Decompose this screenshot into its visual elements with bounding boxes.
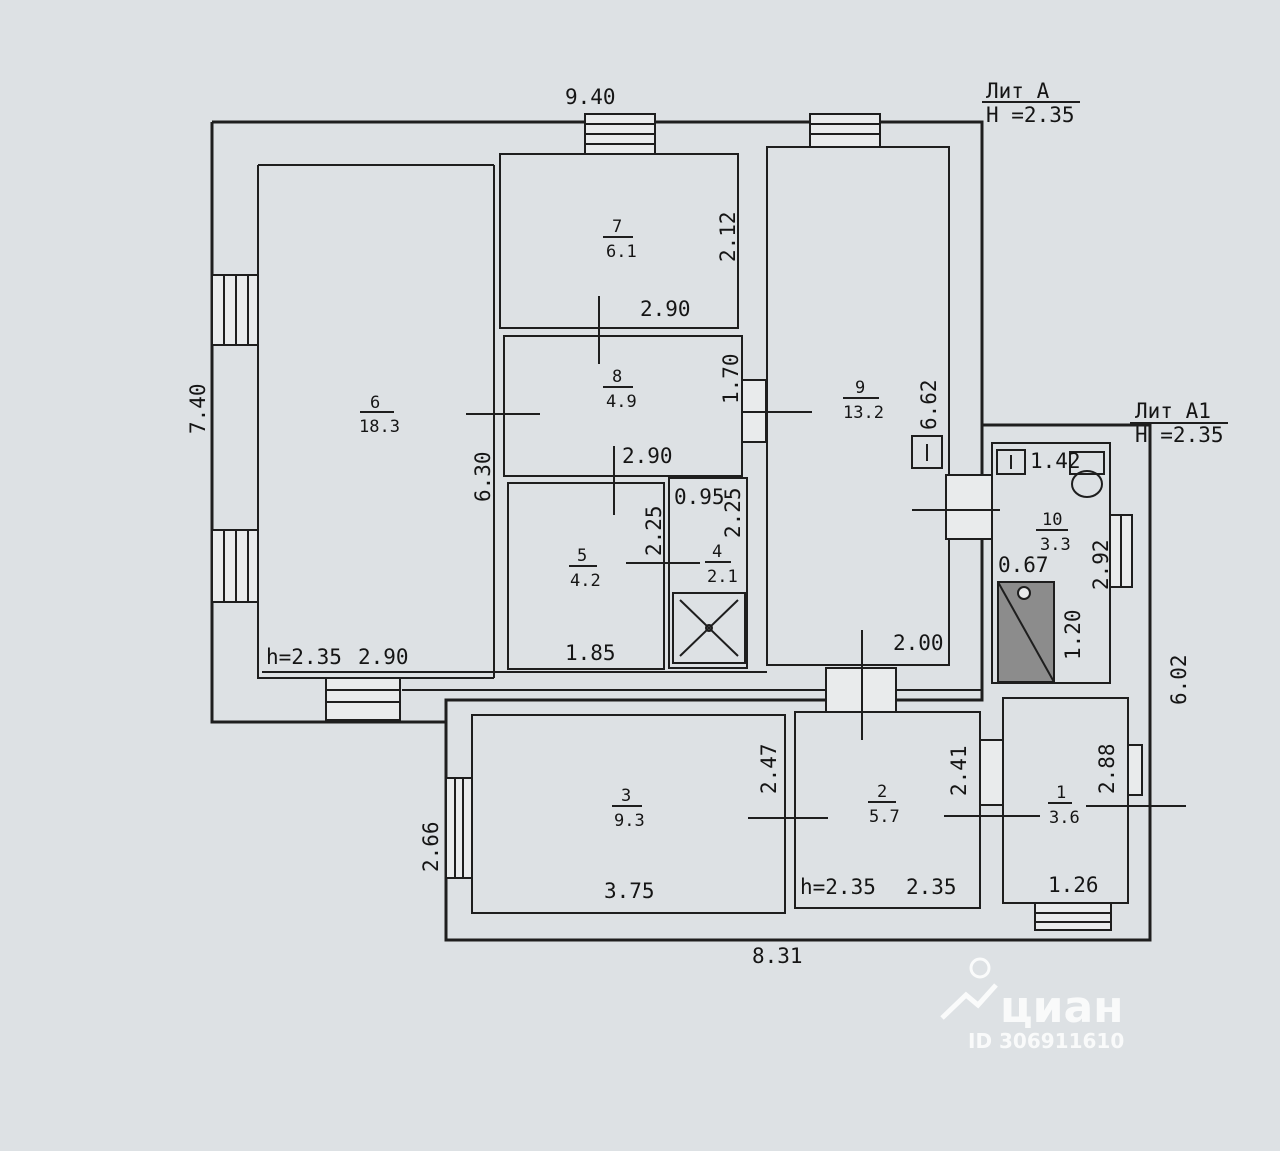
dim-3-height: 2.47 <box>757 743 781 794</box>
dim-2-width: 2.35 <box>906 875 957 899</box>
dim-8-height: 1.70 <box>719 353 743 404</box>
dim-1-width: 1.26 <box>1048 873 1099 897</box>
dim-5-height: 2.25 <box>642 505 666 556</box>
room-10-area: 3.3 <box>1040 535 1071 555</box>
watermark-brand: циан <box>1000 982 1124 1033</box>
dim-10-stair-h: 1.20 <box>1061 609 1085 660</box>
dim-9-height: 6.62 <box>917 379 941 430</box>
dim-4-width: 0.95 <box>674 485 725 509</box>
room-4-area: 2.1 <box>707 567 738 587</box>
room-5-area: 4.2 <box>570 571 601 591</box>
dim-10-stair-w: 0.67 <box>998 553 1049 577</box>
lit-a1-title: Лит А1 <box>1135 399 1211 423</box>
dim-10-width: 1.42 <box>1030 449 1081 473</box>
dim-6-bottom: 2.90 <box>358 645 409 669</box>
extension-walls <box>444 423 1152 942</box>
windows <box>211 113 1143 931</box>
room-8-number: 8 <box>612 367 622 387</box>
dim-4-height: 2.25 <box>721 487 745 538</box>
room-6-area: 18.3 <box>359 417 400 437</box>
dim-7-width: 2.90 <box>640 297 691 321</box>
watermark-id: ID 306911610 <box>968 1029 1124 1053</box>
main-building-walls <box>210 120 984 724</box>
room-6-number: 6 <box>370 393 380 413</box>
room-1-number: 1 <box>1056 783 1066 803</box>
room-2-area: 5.7 <box>869 807 900 827</box>
dim-1-height: 2.88 <box>1095 743 1119 794</box>
dimension-ticks <box>466 296 1186 819</box>
lit-a-title: Лит А <box>986 79 1050 103</box>
dim-right-height: 6.02 <box>1167 654 1191 705</box>
dim-bottom-width: 8.31 <box>752 944 803 968</box>
dim-10-height: 2.92 <box>1089 539 1113 590</box>
room-10-number: 10 <box>1042 510 1062 530</box>
room-9-area: 13.2 <box>843 403 884 423</box>
cian-watermark: циан ID 306911610 <box>940 957 1124 1053</box>
room-9-number: 9 <box>855 378 865 398</box>
dim-9-width: 2.00 <box>893 631 944 655</box>
dim-h-a1: h=2.35 <box>800 875 876 899</box>
dim-2-height: 2.41 <box>947 745 971 796</box>
lit-a-height: H =2.35 <box>986 103 1075 127</box>
room-7-area: 6.1 <box>606 242 637 262</box>
dim-7-height: 2.12 <box>716 211 740 262</box>
dim-top-width: 9.40 <box>565 85 616 109</box>
dim-8-width: 2.90 <box>622 444 673 468</box>
room-fraction-bars <box>360 236 1072 807</box>
room-5-number: 5 <box>577 546 587 566</box>
room-7-number: 7 <box>612 217 622 237</box>
dim-h-main: h=2.35 <box>266 645 342 669</box>
room-8-area: 4.9 <box>606 392 637 412</box>
room-3-number: 3 <box>621 786 631 806</box>
room-4-number: 4 <box>712 542 722 562</box>
room-2-number: 2 <box>877 782 887 802</box>
room-3-area: 9.3 <box>614 811 645 831</box>
dim-6-30: 6.30 <box>471 451 495 502</box>
lit-a1-height: H =2.35 <box>1135 423 1224 447</box>
dim-a1-left-height: 2.66 <box>419 821 443 872</box>
dim-3-width: 3.75 <box>604 879 655 903</box>
room-1-area: 3.6 <box>1049 808 1080 828</box>
dim-5-width: 1.85 <box>565 641 616 665</box>
dim-left-height: 7.40 <box>186 383 210 434</box>
